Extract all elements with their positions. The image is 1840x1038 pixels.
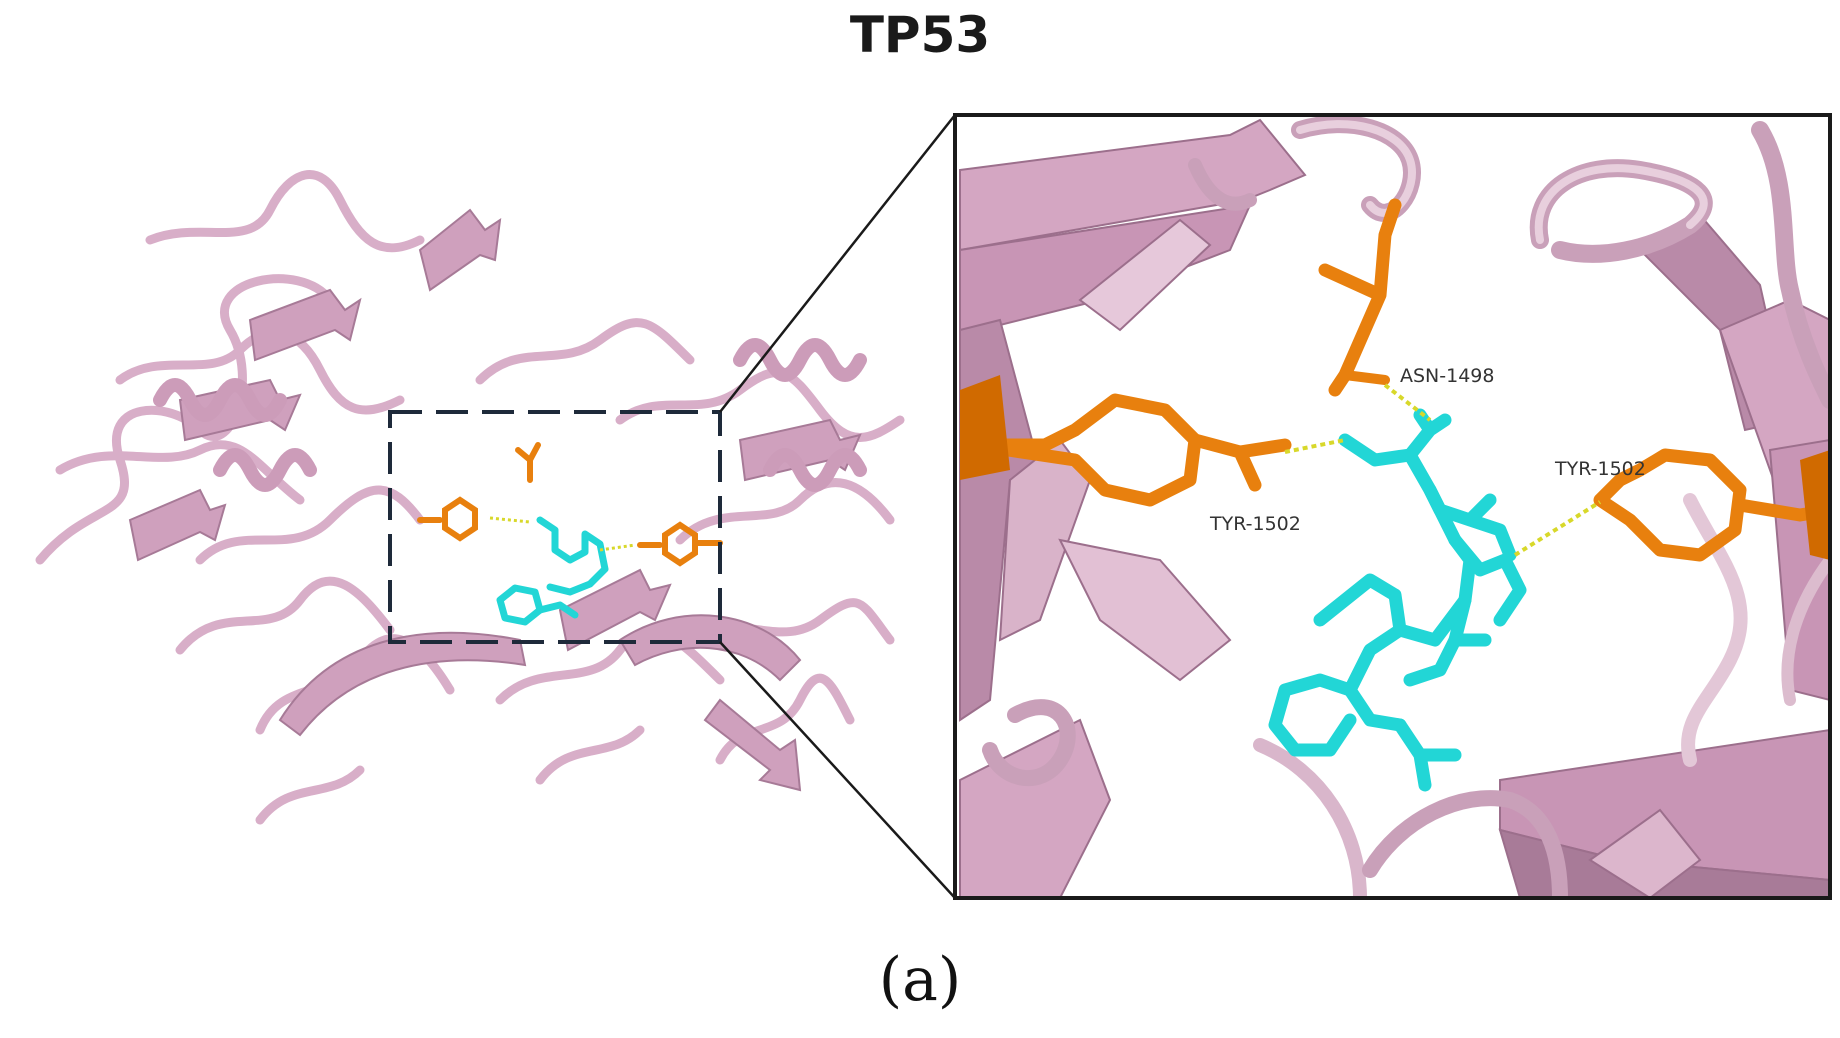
overview-hbonds bbox=[489, 516, 636, 552]
overview-ligand bbox=[496, 516, 609, 626]
zoom-residue-attachments bbox=[960, 375, 1830, 560]
overview-residues bbox=[417, 442, 723, 567]
zoom-ligand bbox=[1268, 408, 1527, 792]
zoom-region-box bbox=[388, 410, 722, 644]
zoom-residues bbox=[968, 198, 1830, 562]
protein-helices-overview bbox=[153, 338, 867, 492]
figure-title: TP53 bbox=[849, 6, 991, 64]
zoom-hbonds bbox=[1284, 383, 1602, 557]
zoom-protein-sheets bbox=[959, 118, 1830, 898]
zoom-connector-lines bbox=[719, 114, 956, 899]
protein-sheets-overview bbox=[128, 208, 862, 792]
protein-overview bbox=[35, 170, 905, 825]
residue-label-tyr-1502-right: TYR-1502 bbox=[1554, 458, 1646, 480]
zoom-panel: ASN-1498 TYR-1502 TYR-1502 bbox=[955, 115, 1830, 898]
protein-ribbon-overview bbox=[35, 170, 905, 825]
figure-caption: (a) bbox=[878, 945, 962, 1015]
zoom-panel-frame bbox=[953, 113, 1832, 900]
residue-label-tyr-1502-left: TYR-1502 bbox=[1209, 513, 1301, 535]
residue-label-asn-1498: ASN-1498 bbox=[1400, 365, 1494, 387]
